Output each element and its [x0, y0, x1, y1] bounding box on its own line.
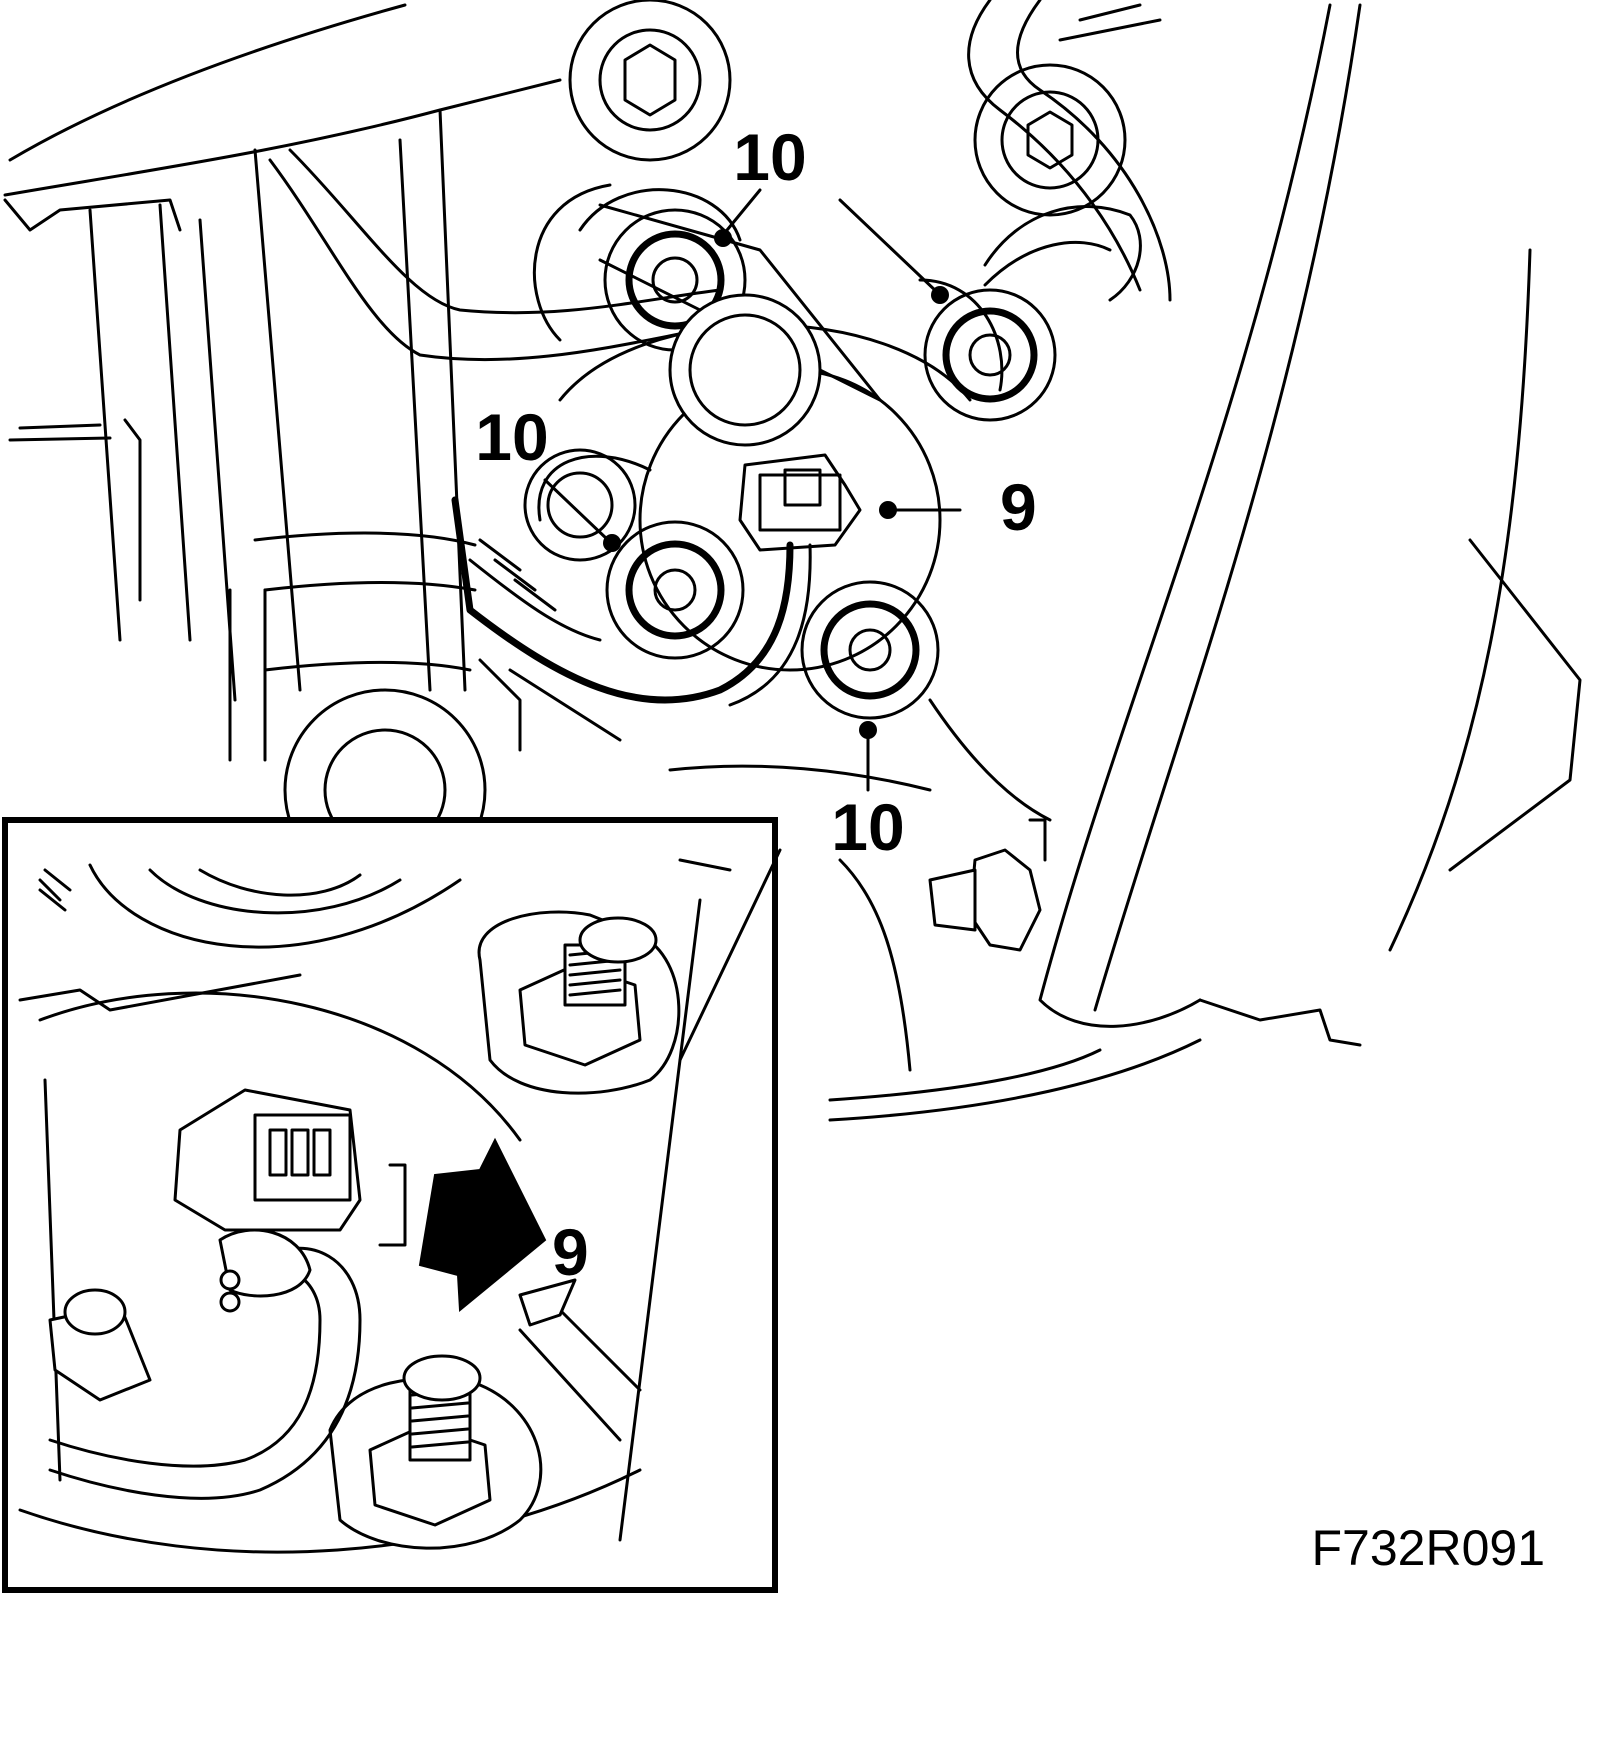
inset-stud-left [48, 1288, 152, 1402]
bolt-10-left [605, 520, 745, 660]
wiring-harness [451, 496, 812, 707]
figure-code: F732R091 [1312, 1520, 1546, 1576]
callout-10-left: 10 [475, 400, 548, 474]
bolt-hole-left [523, 448, 637, 562]
callout-9-inset: 9 [552, 1215, 589, 1289]
callout-10-bottom: 10 [831, 790, 904, 864]
bolt-10-bottom [800, 580, 940, 720]
lower-left-housing [228, 531, 622, 892]
upper-right-bolt-background [973, 63, 1127, 217]
inset-sensor-connector [173, 1088, 407, 1247]
lower-right-bolt [928, 818, 1047, 952]
inset-stud-lower [328, 1354, 543, 1550]
sensor-main [738, 453, 862, 552]
callout-9-main: 9 [1000, 470, 1037, 544]
right-bracket [1038, 3, 1582, 1047]
inset-stud-upper [477, 910, 681, 1095]
inset-detail: 9 [2, 817, 782, 1593]
inset-frame [2, 817, 778, 1593]
main-engine-view: 10 10 9 10 [3, 0, 1582, 1122]
inset-harness [48, 1228, 362, 1500]
inset-direction-arrow [418, 1137, 547, 1313]
upper-bolt-background [568, 0, 732, 162]
leader-lines [543, 188, 962, 792]
pipe-flange [668, 293, 822, 447]
bolt-10-top-right [923, 288, 1057, 422]
callout-10-top: 10 [733, 120, 806, 194]
